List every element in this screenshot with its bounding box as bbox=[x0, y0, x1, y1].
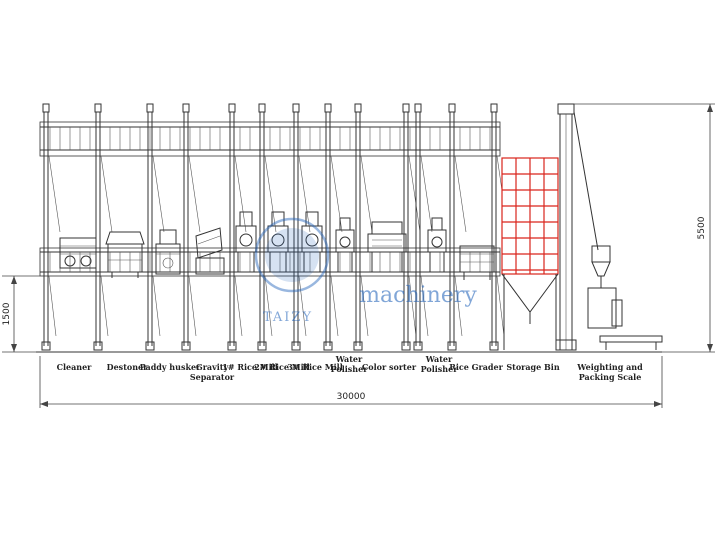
elevator-2 bbox=[93, 103, 113, 351]
upper-conveyor-platform bbox=[39, 121, 501, 157]
total-height-label: 5500 bbox=[697, 216, 707, 239]
destoner-label: Destoner bbox=[107, 362, 148, 372]
storage-bin-machine bbox=[501, 157, 559, 350]
rice-mill-2-label: 2# Rice Mill bbox=[254, 362, 309, 372]
elevator-3 bbox=[145, 103, 165, 351]
cleaner-machine bbox=[59, 237, 97, 269]
paddy-husker-label: Paddy husker bbox=[140, 362, 201, 372]
rice-mill-3-label: 3# Rice Mill bbox=[287, 362, 342, 372]
watermark-logo bbox=[254, 217, 330, 293]
height-dimension: 5500 bbox=[574, 103, 715, 353]
color-sorter-label: Color sorter bbox=[362, 362, 417, 372]
rice-mill-1-machine bbox=[235, 211, 257, 273]
elevator-11 bbox=[413, 103, 433, 351]
elevator-9 bbox=[353, 103, 373, 351]
platform-height-dimension: 1500 bbox=[2, 275, 40, 353]
taizy-watermark: TAIZY machinery bbox=[254, 217, 477, 325]
elevator-1 bbox=[41, 103, 61, 351]
water-polisher-2-machine bbox=[427, 217, 447, 273]
rice-mill-2-machine bbox=[267, 211, 289, 273]
elevator-12 bbox=[447, 103, 467, 351]
cleaner-label: Cleaner bbox=[57, 362, 93, 372]
watermark-tagline: machinery bbox=[359, 283, 477, 308]
elevator-7 bbox=[291, 103, 311, 351]
storage-bin-label: Storage Bin bbox=[506, 362, 559, 372]
gravity-separator-machine bbox=[195, 227, 225, 275]
water-polisher-1-machine bbox=[335, 217, 355, 273]
elevator-5 bbox=[227, 103, 247, 351]
elevator-4 bbox=[181, 103, 201, 351]
watermark-brand: TAIZY bbox=[263, 310, 313, 325]
tall-bucket-elevator bbox=[555, 103, 599, 351]
watermark-logo-inner bbox=[265, 228, 319, 282]
bucket-elevators bbox=[41, 103, 509, 351]
elevator-8 bbox=[323, 103, 343, 351]
weighing-packing-machine bbox=[587, 245, 663, 350]
platform-height-label: 1500 bbox=[2, 302, 12, 325]
machine-icons bbox=[59, 211, 495, 280]
color-sorter-machine bbox=[367, 221, 407, 273]
rice-mill-1-label: 1# Rice Mill bbox=[222, 362, 277, 372]
destoner-machine bbox=[105, 231, 145, 278]
elevator-6 bbox=[257, 103, 277, 351]
paddy-husker-machine bbox=[155, 229, 181, 275]
rice-mill-3-machine bbox=[301, 211, 323, 273]
length-dimension: 30000 bbox=[39, 356, 663, 408]
elevator-10 bbox=[401, 103, 421, 351]
total-length-label: 30000 bbox=[337, 392, 366, 402]
rice-grader-label: Rice Grader bbox=[449, 362, 503, 372]
rice-grader-machine bbox=[459, 245, 495, 280]
